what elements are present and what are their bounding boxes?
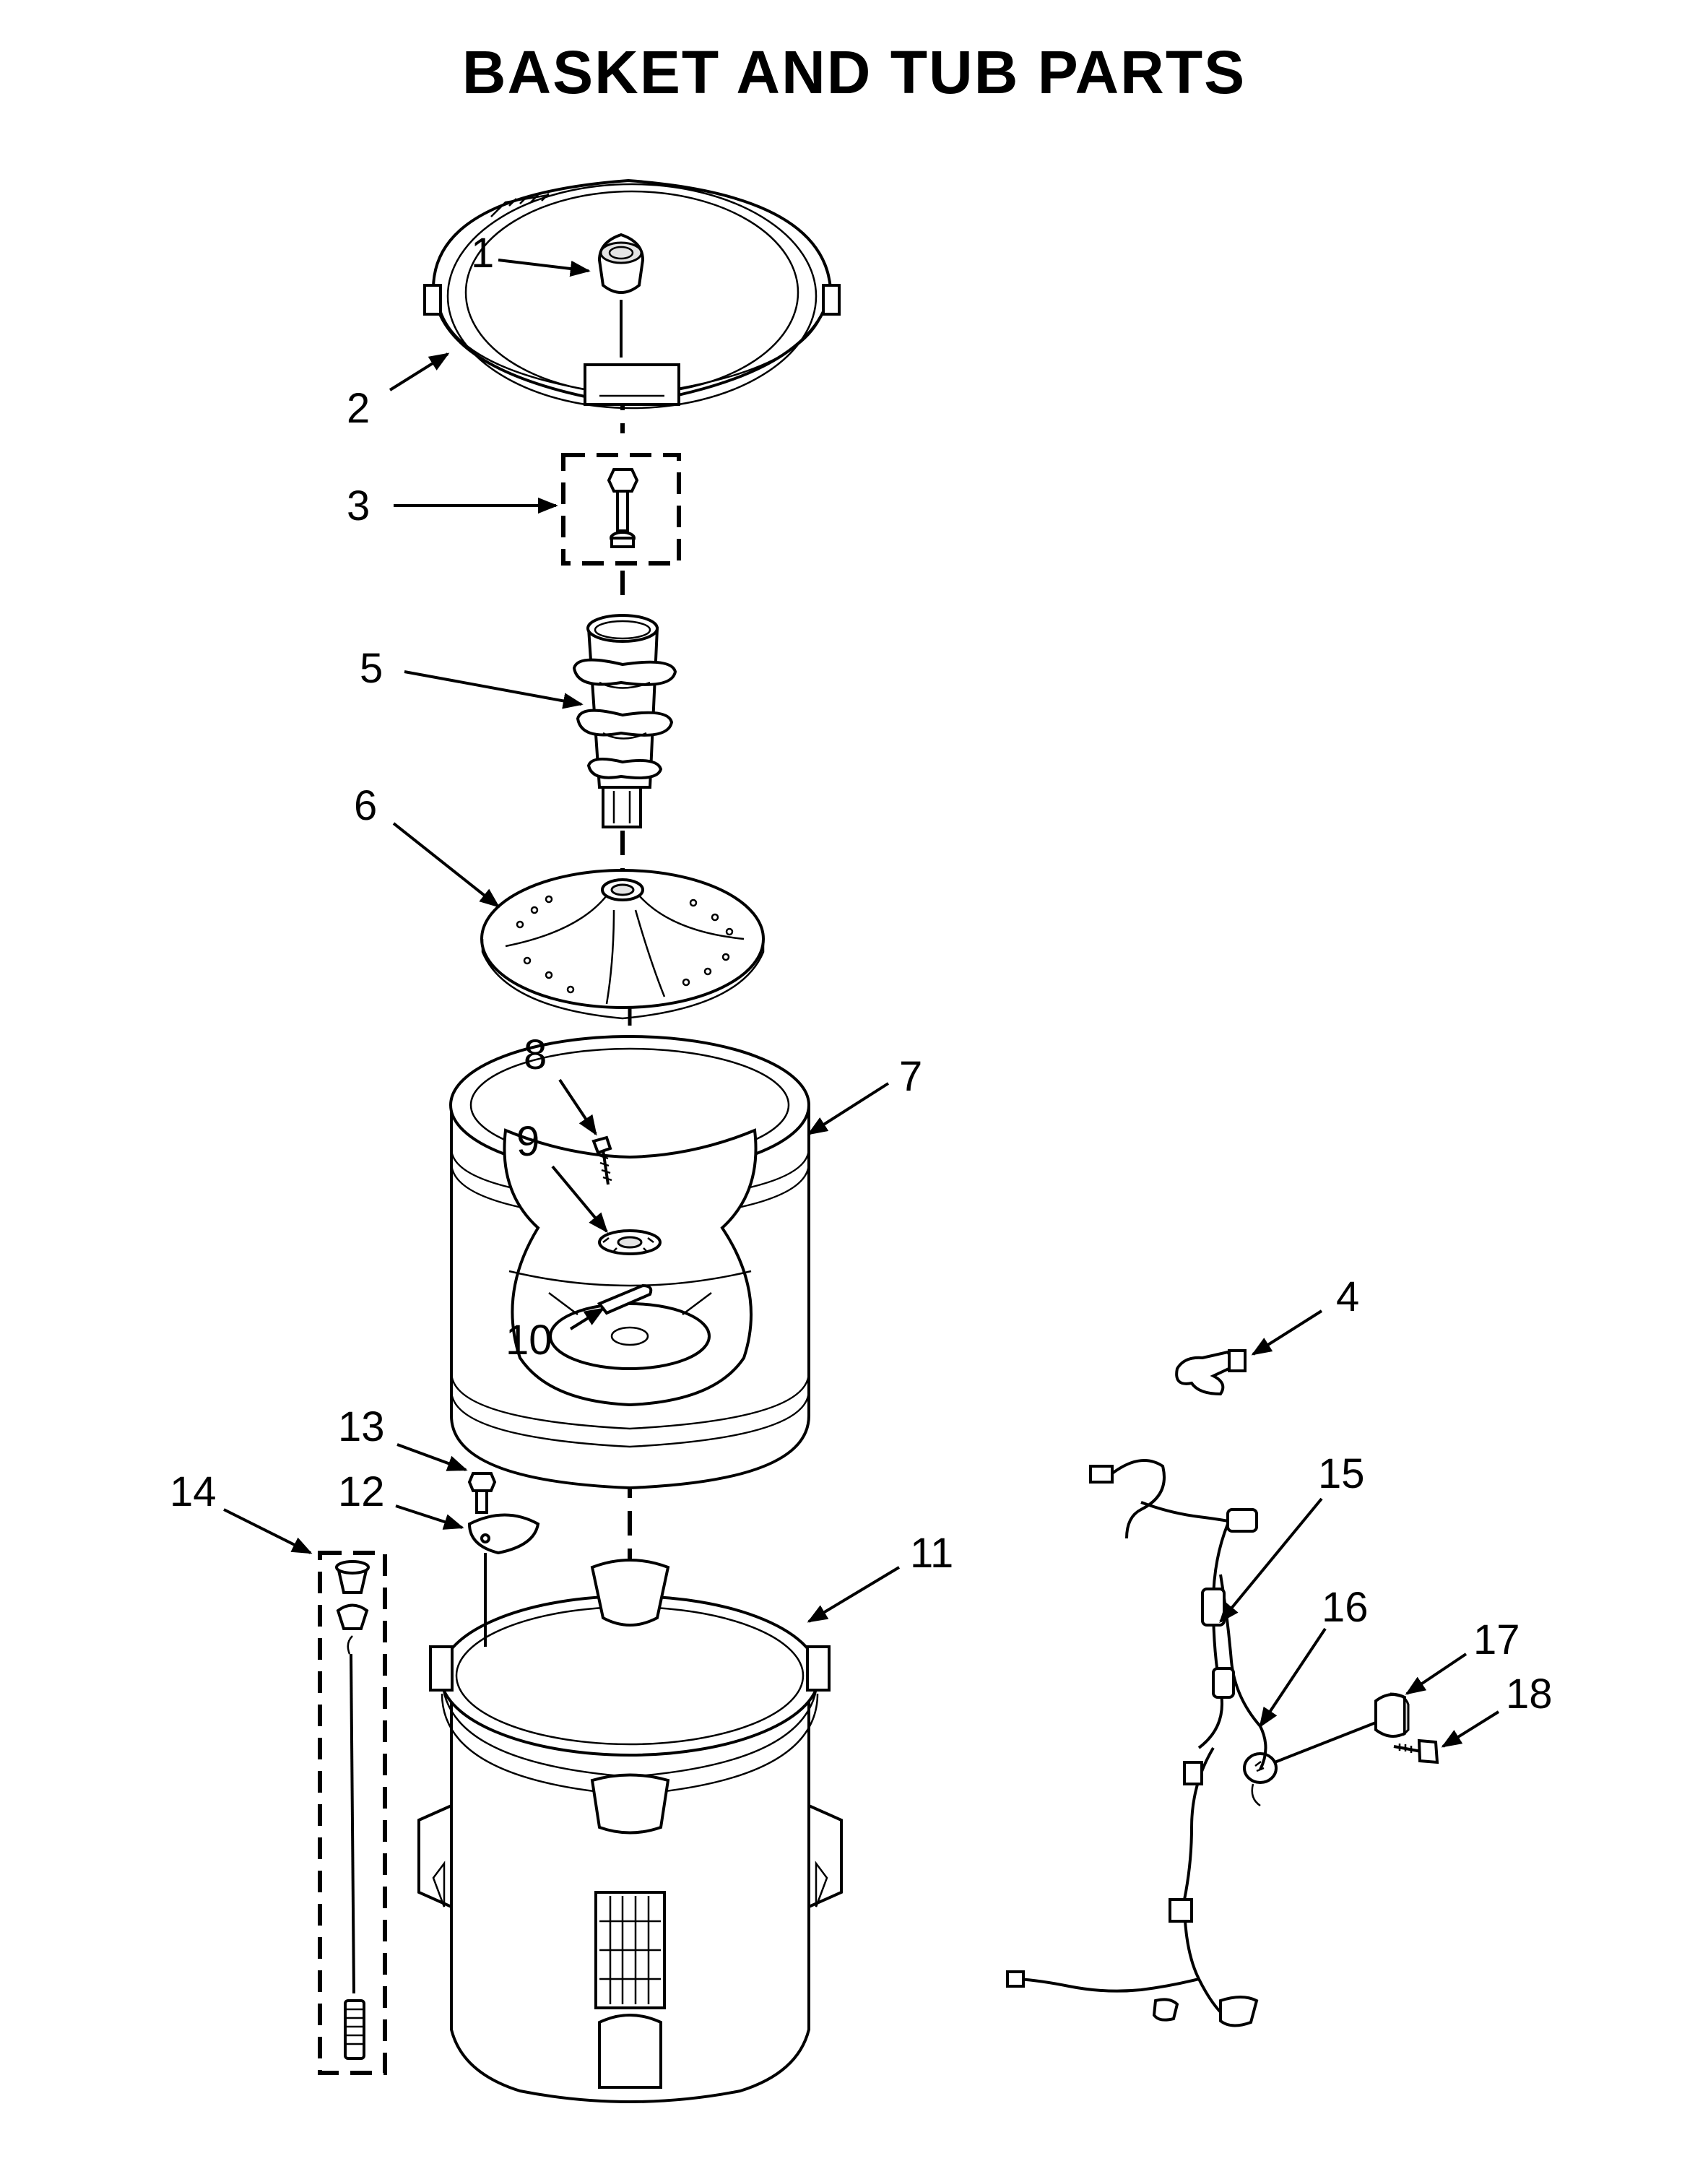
basket-screw-part <box>591 1135 612 1185</box>
callout-label: 7 <box>899 1053 922 1100</box>
callout-14: 14 <box>170 1468 313 1554</box>
suspension-rod-box <box>318 1551 387 2075</box>
callout-label: 3 <box>347 482 370 529</box>
callout-13: 13 <box>338 1403 468 1471</box>
suspension-rod-part <box>335 1560 370 2060</box>
retaining-clip-part <box>597 1283 653 1315</box>
wire-clip-part <box>1175 1349 1247 1396</box>
tub-ring-part <box>423 178 841 410</box>
callout-12: 12 <box>338 1468 464 1530</box>
harness-screw-part <box>1393 1738 1439 1764</box>
callout-label: 6 <box>354 782 377 829</box>
harness-cover-part <box>1374 1692 1410 1738</box>
callout-5: 5 <box>360 645 584 709</box>
tub-plate-part <box>467 1513 540 1647</box>
tub-bolt-part <box>467 1472 497 1514</box>
agitator-cap-part <box>597 233 645 358</box>
hub-nut-part <box>598 1229 662 1255</box>
callout-11: 11 <box>807 1530 953 1623</box>
callout-18: 18 <box>1441 1671 1553 1748</box>
callout-label: 8 <box>524 1031 547 1078</box>
wash-plate-part <box>480 869 765 1020</box>
callout-label: 12 <box>338 1468 385 1515</box>
grommet-ring-part <box>1243 1721 1377 1807</box>
callout-label: 18 <box>1506 1671 1553 1718</box>
callout-label: 14 <box>170 1468 217 1515</box>
callout-label: 9 <box>516 1118 539 1165</box>
callout-7: 7 <box>807 1053 922 1135</box>
callout-10: 10 <box>506 1307 605 1364</box>
outer-tub-part <box>417 1559 843 2103</box>
callout-17: 17 <box>1405 1616 1520 1695</box>
callout-label: 16 <box>1322 1584 1369 1631</box>
callout-label: 11 <box>910 1530 953 1577</box>
callout-4: 4 <box>1251 1273 1359 1356</box>
wash-basket-part <box>449 1035 810 1490</box>
callout-1: 1 <box>471 230 591 277</box>
callout-label: 1 <box>471 230 494 277</box>
callout-15: 15 <box>1219 1450 1365 1624</box>
callout-label: 5 <box>360 645 383 692</box>
callout-16: 16 <box>1259 1584 1369 1728</box>
callout-3: 3 <box>347 482 558 529</box>
callout-label: 2 <box>347 385 370 432</box>
callout-label: 13 <box>338 1403 385 1450</box>
callout-label: 15 <box>1318 1450 1365 1497</box>
callout-label: 17 <box>1473 1616 1520 1663</box>
diagram-title: BASKET AND TUB PARTS <box>461 38 1247 106</box>
callout-6: 6 <box>354 782 500 908</box>
agitator-bolt-part <box>607 468 639 548</box>
callout-label: 10 <box>506 1317 552 1364</box>
wire-harness-part <box>1006 1459 1267 2027</box>
callout-label: 4 <box>1336 1273 1359 1320</box>
bolt-kit-box <box>561 453 681 566</box>
callout-9: 9 <box>516 1118 608 1234</box>
callout-2: 2 <box>347 352 450 432</box>
agitator-auger-part <box>572 614 677 828</box>
callout-8: 8 <box>524 1031 597 1136</box>
